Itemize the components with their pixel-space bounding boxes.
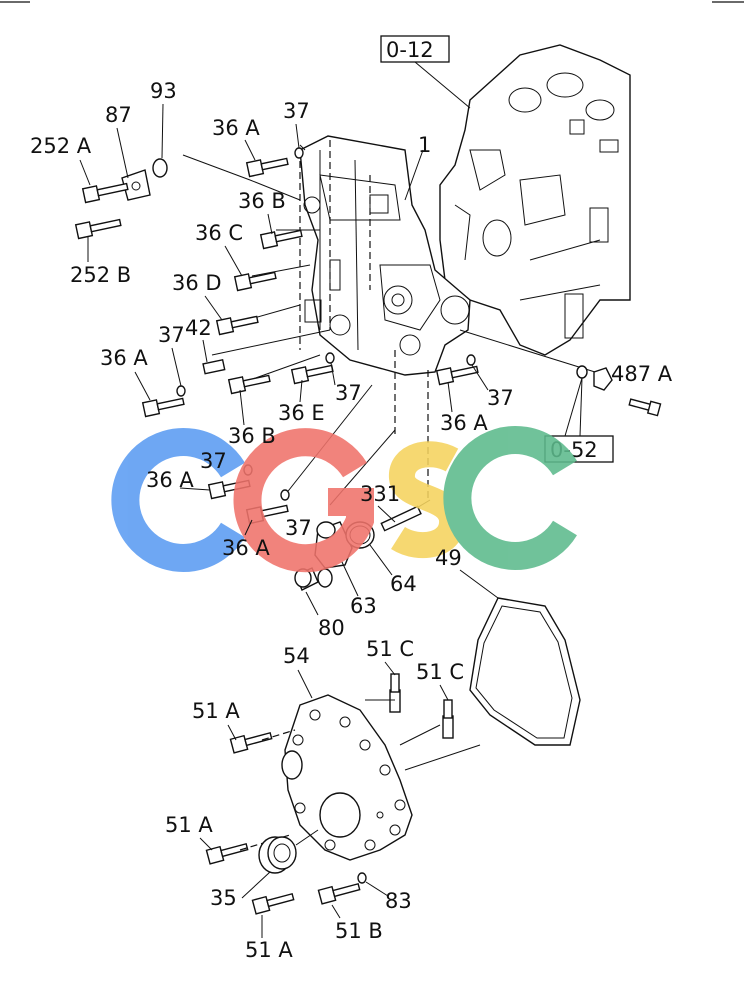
bracket-87 <box>121 158 168 201</box>
callout-54: 54 <box>283 644 310 668</box>
callout-labels: 252 A 87 93 252 B 36 A 37 1 36 B 36 C 36… <box>30 79 673 962</box>
watermark-letter-s <box>389 441 465 559</box>
engine-block <box>439 44 631 356</box>
callout-51c-1: 51 C <box>366 637 414 661</box>
callout-80: 80 <box>318 616 345 640</box>
callout-93: 93 <box>150 79 177 103</box>
callout-49: 49 <box>435 546 462 570</box>
callout-36a-1: 36 A <box>212 116 260 140</box>
callout-37-5: 37 <box>200 449 227 473</box>
callout-64: 64 <box>390 572 417 596</box>
callout-487a: 487 A <box>611 362 673 386</box>
front-cover-54 <box>239 694 481 861</box>
callout-37-6: 37 <box>285 516 312 540</box>
callout-87: 87 <box>105 103 132 127</box>
callout-37-2: 37 <box>158 323 185 347</box>
callout-36a-5: 36 A <box>222 536 270 560</box>
oil-seal-35 <box>258 829 319 874</box>
callout-331: 331 <box>360 482 400 506</box>
ref-box-top-label: 0-12 <box>386 38 434 62</box>
callout-37-1: 37 <box>283 99 310 123</box>
callout-51a-2: 51 A <box>165 813 213 837</box>
callout-36a-3: 36 A <box>440 411 488 435</box>
callout-51b: 51 B <box>335 919 383 943</box>
callout-36e: 36 E <box>278 401 325 425</box>
callout-51a-3: 51 A <box>245 938 293 962</box>
watermark-letter-c1 <box>111 428 245 572</box>
callout-36b-2: 36 B <box>228 424 276 448</box>
callout-63: 63 <box>350 594 377 618</box>
callout-37-4: 37 <box>487 386 514 410</box>
callout-1: 1 <box>418 133 431 157</box>
callout-252a: 252 A <box>30 134 92 158</box>
callout-35: 35 <box>210 886 237 910</box>
callout-51a-1: 51 A <box>192 699 240 723</box>
alignment-lines <box>182 140 596 516</box>
callout-51c-2: 51 C <box>416 660 464 684</box>
watermark <box>111 426 577 573</box>
callout-36d: 36 D <box>172 271 222 295</box>
callout-37-3: 37 <box>335 381 362 405</box>
watermark-letter-c2 <box>443 426 577 570</box>
callout-42: 42 <box>185 316 212 340</box>
gasket-49 <box>469 597 581 746</box>
callout-36b-1: 36 B <box>238 189 286 213</box>
callout-252b: 252 B <box>70 263 131 287</box>
callout-83: 83 <box>385 889 412 913</box>
leader-1 <box>404 149 424 201</box>
ref-box-top: 0-12 <box>380 35 471 109</box>
watermark-letter-g <box>233 428 374 573</box>
callout-36c: 36 C <box>195 221 243 245</box>
callout-36a-2: 36 A <box>100 346 148 370</box>
